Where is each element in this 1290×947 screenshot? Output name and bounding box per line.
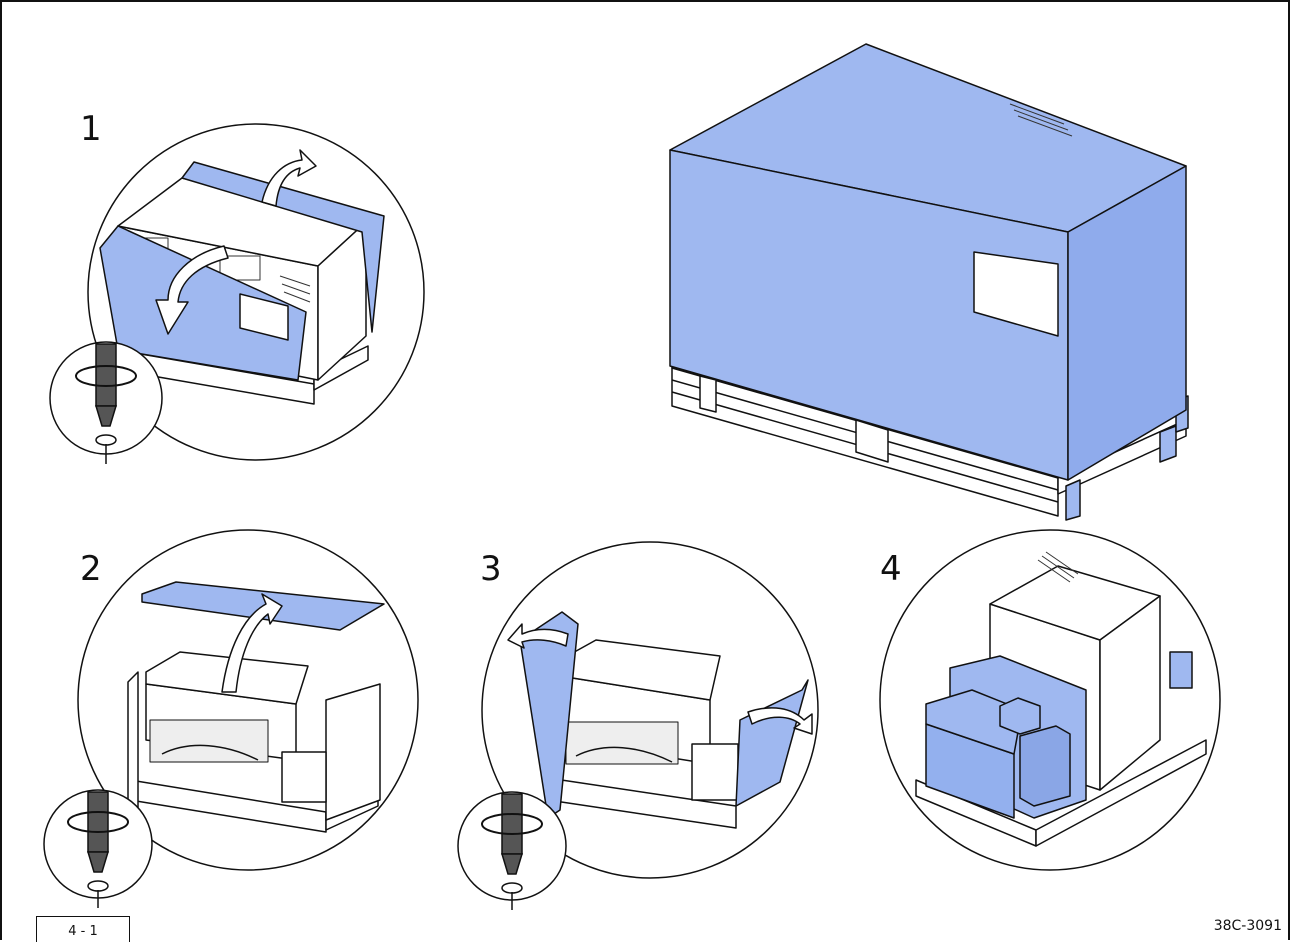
curved-arrow-icon (747, 707, 813, 735)
step-number-3: 3 (480, 549, 502, 589)
curved-arrow-icon (221, 593, 283, 693)
step-3-left-panel (519, 611, 579, 819)
step-2-illustration (77, 529, 419, 871)
rotation-arrow-icon (67, 811, 129, 833)
step-number-4: 4 (880, 549, 902, 589)
crate-label (973, 251, 1059, 337)
rotation-arrow-icon (75, 365, 137, 387)
screw-icon (501, 882, 523, 894)
curved-arrow-icon (155, 245, 229, 335)
crate-pallet (671, 355, 1189, 521)
screwdriver-icon (49, 341, 163, 464)
curved-arrow-icon (261, 149, 317, 207)
box-small (1019, 725, 1071, 807)
rotation-arrow-icon (481, 813, 543, 835)
step-number-1: 1 (80, 109, 102, 149)
step-1-top-panel (181, 161, 385, 333)
page-label: 4 - 1 (36, 916, 130, 942)
step-3-illustration (481, 541, 819, 879)
crate-closed (669, 43, 1189, 521)
curved-arrow-icon (507, 623, 569, 649)
screw-icon (87, 880, 109, 892)
screw-icon (95, 434, 117, 446)
step-1-illustration (87, 123, 425, 461)
screwdriver-icon (43, 789, 153, 908)
screwdriver-icon (457, 791, 567, 910)
crate-hatch (1009, 103, 1073, 137)
step-4-illustration (879, 529, 1221, 871)
step-1-front-panel (99, 225, 307, 381)
step-number-2: 2 (80, 549, 102, 589)
crate-side (1067, 165, 1187, 481)
box-cube (999, 697, 1041, 735)
figure-code: 38C-3091 (1213, 918, 1282, 934)
